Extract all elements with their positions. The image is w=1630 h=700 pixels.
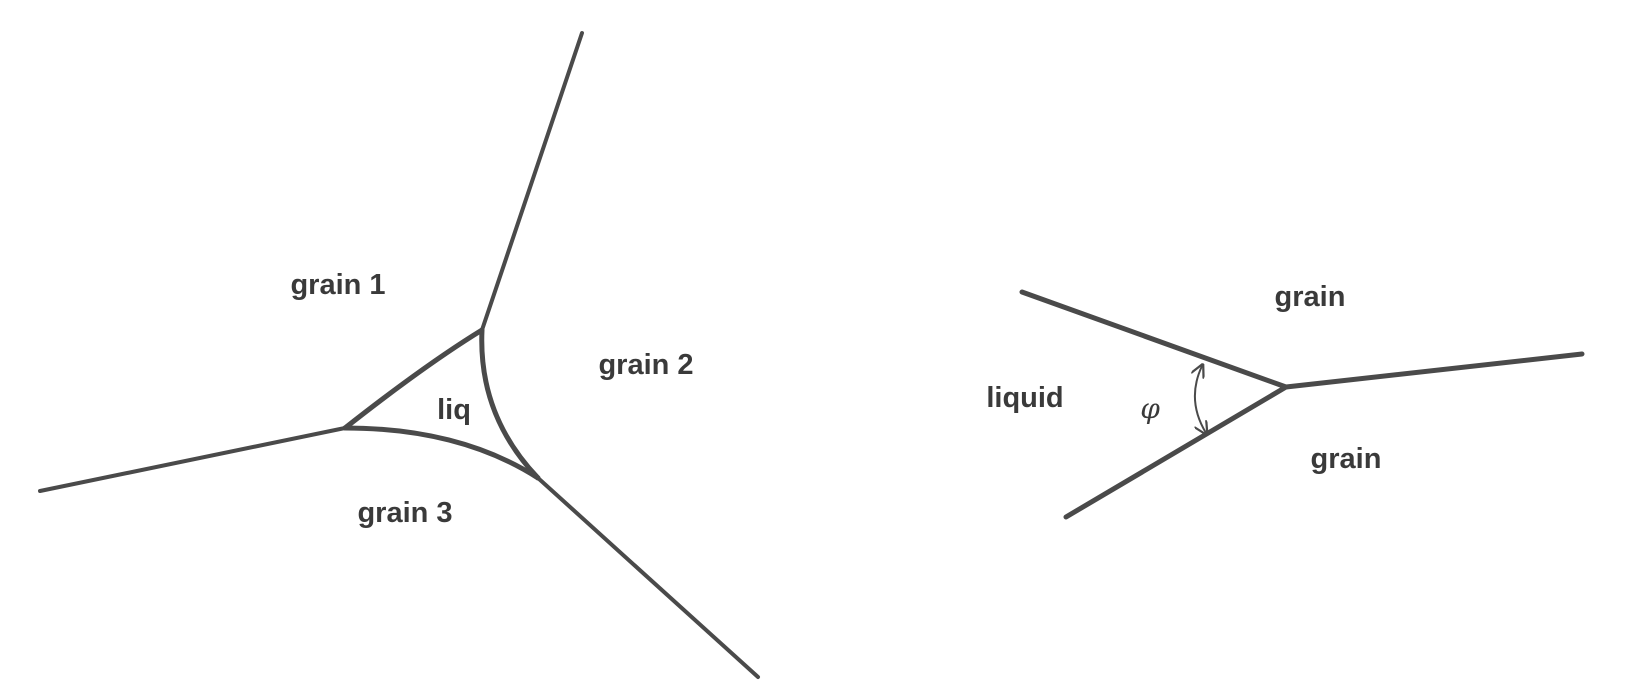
boundary-grain2-grain3: [536, 476, 760, 679]
grain-grain-boundary: [1283, 351, 1585, 390]
grain-liquid-interface-upper: [1019, 289, 1289, 390]
liquid-pocket-edge-bottom: [342, 425, 541, 481]
dihedral-angle-diagram: grain grain liquid φ: [986, 281, 1585, 520]
boundary-grain1-grain2: [480, 31, 584, 332]
triple-junction-diagram: grain 1 grain 2 grain 3 liq: [38, 31, 760, 679]
label-liquid: liquid: [986, 382, 1063, 414]
label-dihedral-angle-phi: φ: [1140, 392, 1160, 425]
boundary-grain1-grain3: [38, 426, 347, 493]
liquid-pocket-edge-top: [342, 327, 485, 431]
grain-liquid-interface-lower: [1063, 384, 1289, 520]
label-grain-3: grain 3: [357, 497, 452, 529]
label-grain-top: grain: [1275, 281, 1346, 313]
label-grain-bottom: grain: [1311, 443, 1382, 475]
label-liquid-pocket: liq: [437, 394, 471, 426]
label-grain-2: grain 2: [598, 349, 693, 381]
label-grain-1: grain 1: [290, 269, 385, 301]
dihedral-angle-arc: [1195, 366, 1206, 433]
liquid-pocket-edge-right: [479, 327, 541, 481]
